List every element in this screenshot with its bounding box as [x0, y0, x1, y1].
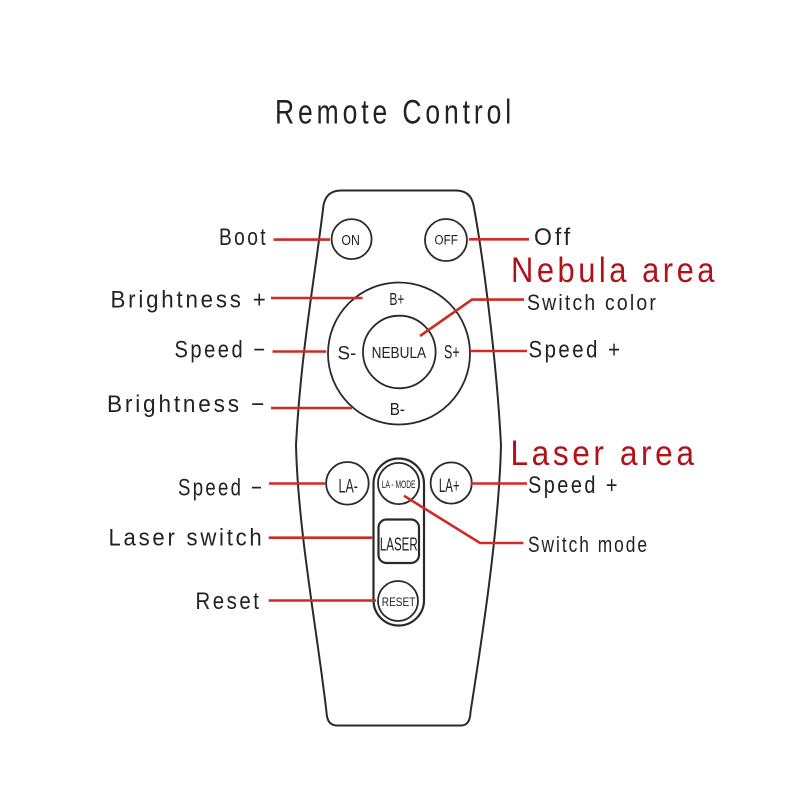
svg-text:Nebula area: Nebula area	[511, 251, 718, 290]
svg-text:Speed +: Speed +	[528, 472, 620, 499]
svg-text:Switch mode: Switch mode	[528, 532, 649, 557]
svg-text:NEBULA: NEBULA	[372, 345, 427, 362]
svg-text:LA+: LA+	[439, 476, 460, 497]
svg-text:OFF: OFF	[435, 233, 458, 248]
svg-text:Off: Off	[534, 224, 573, 251]
svg-text:Brightness −: Brightness −	[107, 391, 267, 418]
svg-text:Laser area: Laser area	[511, 433, 698, 473]
svg-text:Speed +: Speed +	[529, 337, 623, 364]
svg-text:LASER: LASER	[380, 535, 418, 555]
svg-text:Laser switch: Laser switch	[109, 525, 265, 552]
svg-text:Switch color: Switch color	[527, 290, 658, 315]
svg-text:Boot: Boot	[219, 224, 268, 251]
svg-text:Speed −: Speed −	[175, 337, 268, 364]
svg-text:S+: S+	[444, 343, 460, 364]
svg-text:Brightness +: Brightness +	[111, 286, 269, 313]
svg-text:Reset: Reset	[196, 588, 262, 615]
svg-text:LA - MODE: LA - MODE	[382, 479, 416, 491]
svg-text:LA-: LA-	[339, 476, 358, 497]
svg-text:Remote Control: Remote Control	[275, 94, 515, 132]
svg-text:RESET: RESET	[382, 595, 416, 609]
svg-text:B+: B+	[389, 289, 404, 309]
svg-text:Speed −: Speed −	[178, 475, 264, 502]
svg-text:S-: S-	[338, 344, 357, 365]
svg-text:B-: B-	[390, 399, 405, 419]
svg-text:ON: ON	[341, 233, 360, 249]
